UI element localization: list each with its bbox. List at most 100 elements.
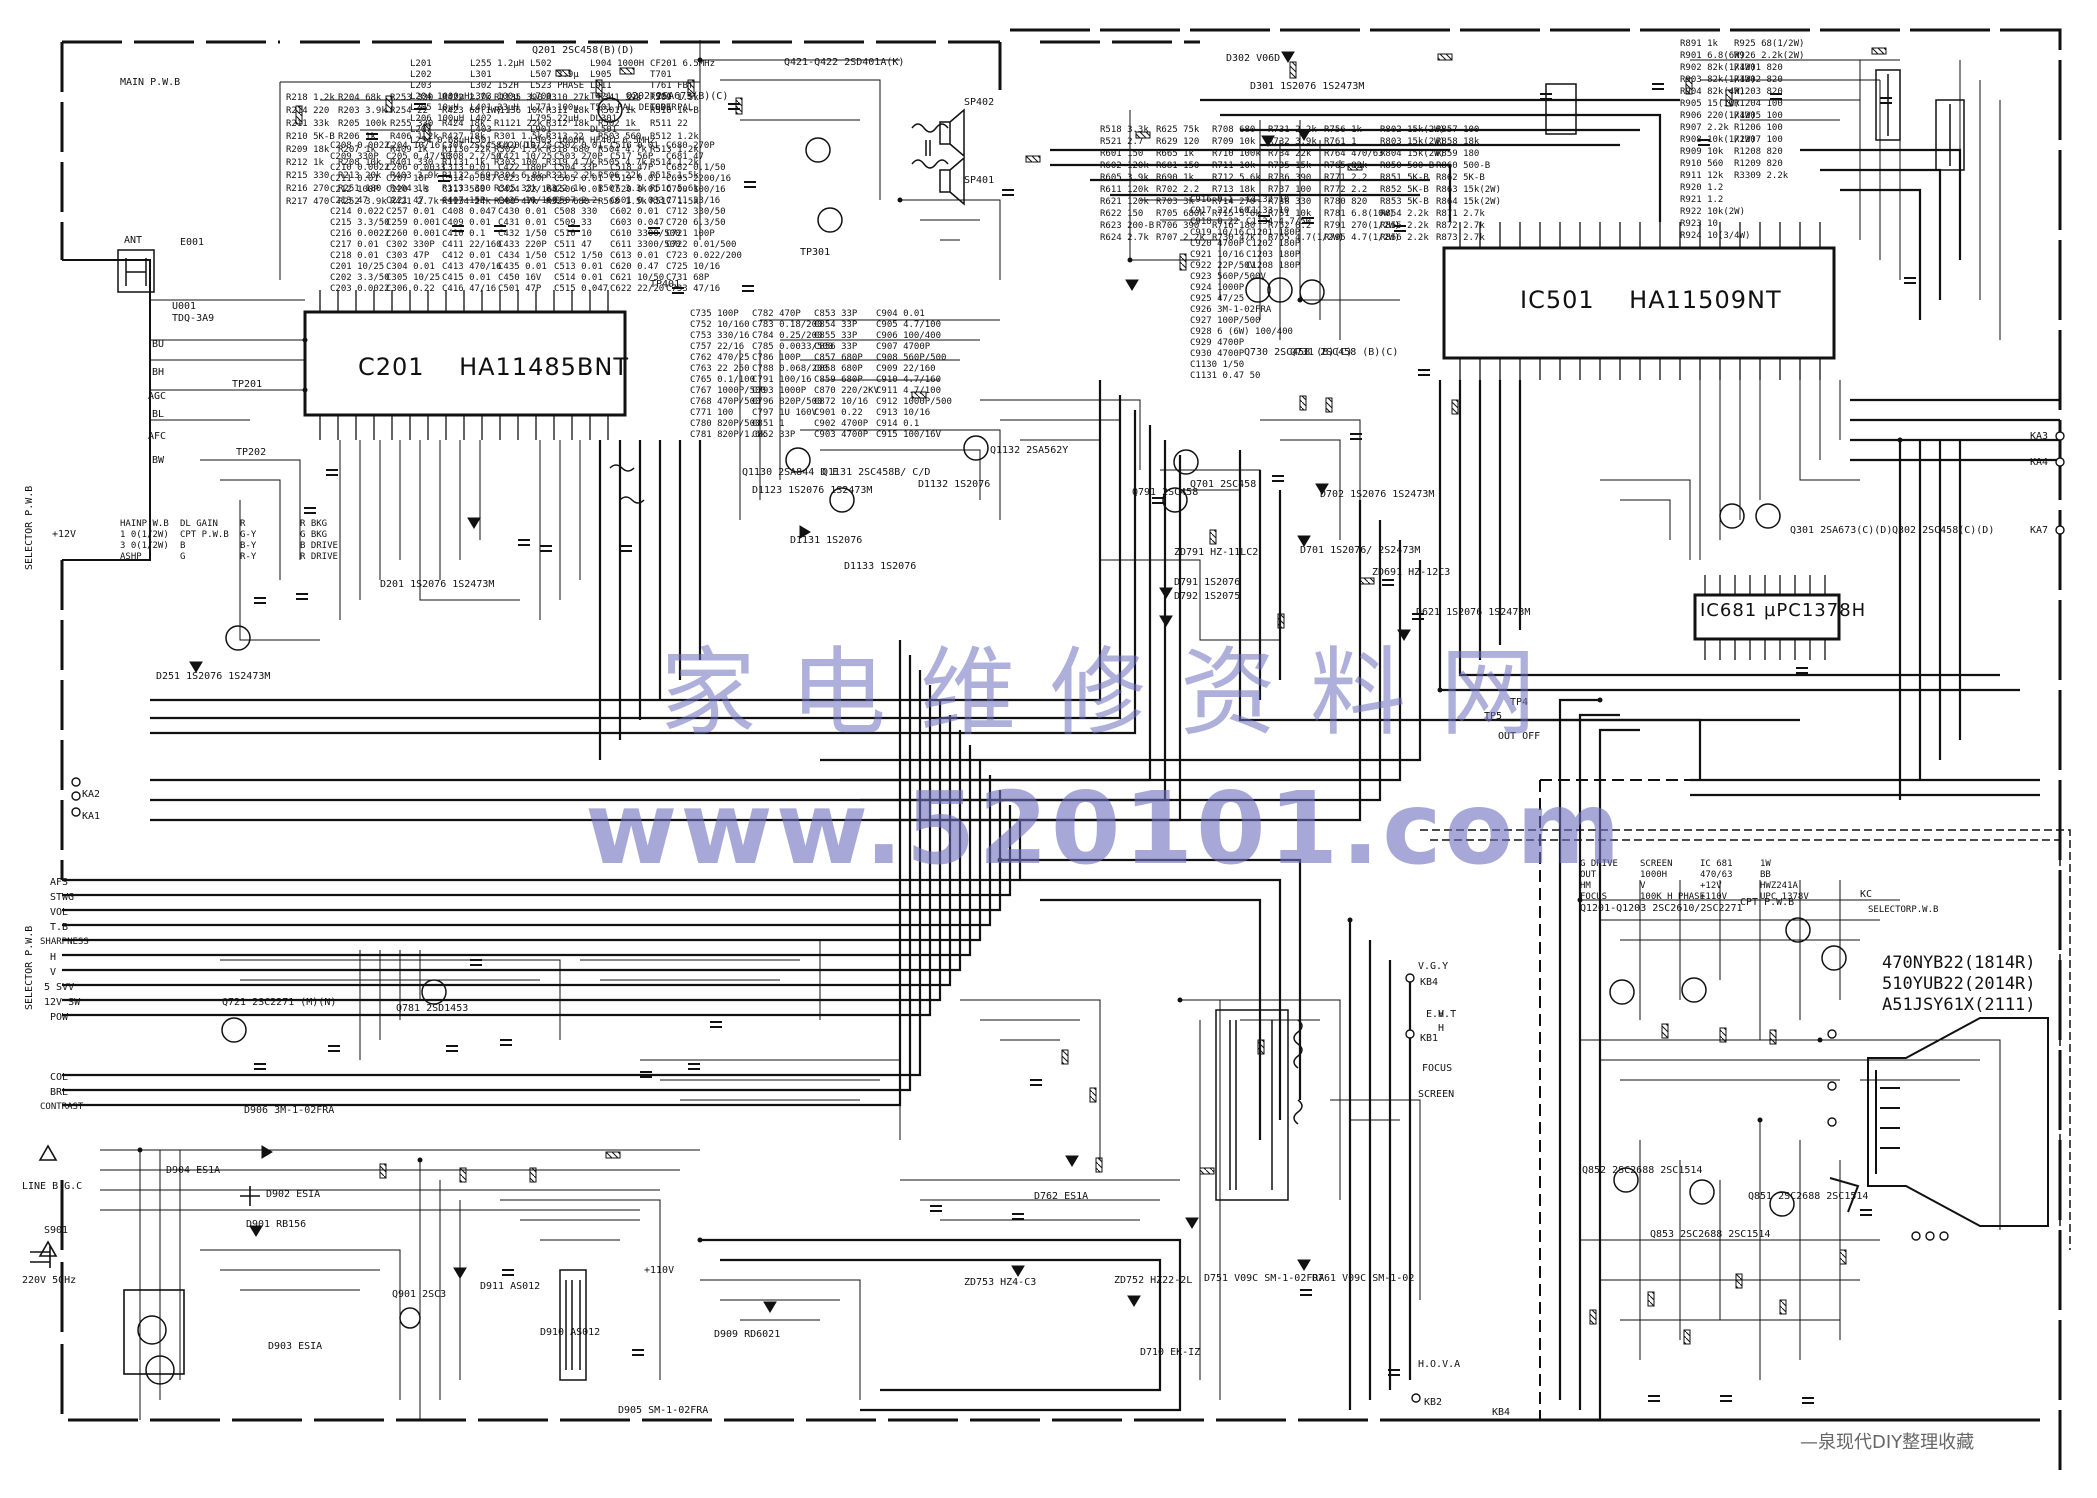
capacitor-label: C722 0.01/500	[666, 240, 737, 250]
transistor-label: Q730 2SC458 (B)(C)	[1244, 347, 1353, 358]
resistor-label: R255 330	[390, 119, 434, 129]
resistor-label: R1207 100	[1734, 135, 1783, 145]
inductor-label: L303 100µ	[470, 92, 519, 102]
capacitor-label: C306 0.22	[386, 284, 435, 294]
resistor-label: R712 5.6k	[1212, 173, 1261, 183]
diode-label: D701 1S2076/ 2S2473M	[1300, 545, 1421, 556]
resistor-label: R3309 2.2k	[1734, 171, 1789, 181]
inductor-label: L905	[590, 70, 612, 80]
ic-pins	[319, 222, 1826, 660]
resistor-label: R505 4.7k	[598, 158, 647, 168]
diode-label: D1133 1S2076	[844, 561, 917, 572]
connector-label: E.H.T	[1426, 1009, 1457, 1020]
misc-label: 1W	[1760, 859, 1771, 869]
resistor-label: R1205 100	[1734, 111, 1783, 121]
resistor-label: R926 2.2k(2W)	[1734, 51, 1805, 61]
capacitor-label: C712 330/50	[666, 207, 726, 217]
capacitor-label: C915 100/16V	[876, 430, 942, 440]
transistor-label: Q302 2SC458(C)(D)	[1892, 525, 1995, 536]
resistor-label: R421 2.7k	[390, 197, 439, 207]
capacitor-label: C409 0.01	[442, 218, 491, 228]
resistor-label: R406 1.2k	[390, 132, 439, 142]
connector-label: BU	[152, 339, 165, 350]
capacitor-label: C505 0.01	[554, 174, 603, 184]
input-pin: 5 SVV	[44, 982, 75, 993]
diode-label: D1123 1S2076 1S2473M	[752, 485, 873, 496]
ic-ic681-label: IC681 µPC1378H	[1700, 600, 1867, 621]
connector-label: ANT	[124, 235, 143, 246]
resistor-label: R715 5.6k	[1212, 209, 1261, 219]
speaker-symbols	[117, 108, 965, 293]
resistor-label: R624 2.7k	[1100, 233, 1149, 243]
inductor-label: L255 1.2µH	[470, 59, 525, 69]
inductor-label: CF201 6.5MHz	[650, 59, 716, 69]
capacitor-label: C518 47P	[610, 163, 654, 173]
connector-label: KB4	[1420, 977, 1439, 988]
capacitor-label: C201 10/25	[330, 262, 385, 272]
transistor-label: Q853 2SC2688 2SC1514	[1650, 1229, 1771, 1240]
misc-label: CPT P.W.B	[180, 530, 229, 540]
resistor-label: R1130 22k	[442, 145, 491, 155]
resistor-label: R702 2.2	[1156, 185, 1200, 195]
capacitor-label: C215 3.3/50	[330, 218, 390, 228]
capacitor-label: C213 47	[330, 196, 368, 206]
diode-label: D301 1S2076 1S2473M	[1250, 81, 1365, 92]
junction-dots	[137, 57, 1903, 1243]
misc-label: R BKG	[300, 519, 328, 529]
inductor-label: L403	[470, 125, 492, 135]
capacitor-label: C780 820P/500	[690, 419, 761, 429]
resistor-label: R516 5.6k	[650, 184, 699, 194]
capacitor-label: C203 0.0022	[330, 284, 390, 294]
capacitor-label: C903 4700P	[814, 430, 869, 440]
input-pin: V	[50, 967, 57, 978]
inductor-label: L771 100µ	[530, 103, 579, 113]
misc-label: ASHP	[120, 552, 142, 562]
connector-label: +110V	[644, 1265, 675, 1276]
connector-label: OUT OFF	[1498, 731, 1541, 742]
ic-ic501-label: IC501 HA11509NT	[1520, 286, 1782, 314]
capacitor-label: C259 0.001	[386, 218, 441, 228]
capacitor-label: C904 0.01	[876, 309, 925, 319]
capacitor-label: C610 3300/500	[610, 229, 681, 239]
capacitor-label: C519 0.01	[610, 174, 659, 184]
resistor-label: R310 27k	[546, 93, 590, 103]
misc-label: G	[180, 552, 186, 562]
capacitor-label: C906 100/400	[876, 331, 942, 341]
capacitor-label: C501 47P	[498, 284, 542, 294]
misc-label: G DRIVE	[1580, 859, 1618, 869]
resistor-label: R803 15k(2W)	[1380, 137, 1446, 147]
transistor-label: Q781 2SD1453	[396, 1003, 469, 1014]
resistor-label: R864 15k(2W)	[1436, 197, 1502, 207]
misc-label: IC 681	[1700, 859, 1733, 869]
capacitor-label: C854 33P	[814, 320, 858, 330]
resistor-label: R1201 820	[1734, 63, 1783, 73]
resistor-label: R321 2.2k	[546, 171, 595, 181]
capacitor-label: C416 47/16	[442, 284, 497, 294]
resistor-label: R1208 820	[1734, 147, 1783, 157]
capacitor-label: C317 560	[442, 185, 486, 195]
capacitor-label: C911 4.7/100	[876, 386, 942, 396]
capacitor-label: C929 4700P	[1190, 338, 1245, 348]
resistor-label: R517 1.5k	[650, 197, 699, 207]
capacitor-label: C852 33P	[752, 430, 796, 440]
inductor-label: L507 3.9µ	[530, 70, 579, 80]
resistor-label: R781 6.8(10W)	[1324, 209, 1395, 219]
capacitor-label: C407 15P	[442, 196, 486, 206]
input-pin: H	[50, 952, 57, 963]
resistor-label: R737 100	[1268, 185, 1312, 195]
resistor-label: R665 1k	[1156, 149, 1194, 159]
capacitor-label: C767 1000P/500	[690, 386, 766, 396]
resistor-label: R905 15(1W)	[1680, 99, 1740, 109]
diode-label: ZD791 HZ-11LC2	[1174, 547, 1259, 558]
resistor-label: R755 4.7(1/2W)	[1268, 233, 1344, 243]
capacitor-label: C611 3300/500	[610, 240, 681, 250]
inductor-label: L202	[410, 70, 432, 80]
capacitor-label: C700 100/16	[666, 185, 726, 195]
resistor-label: R207 1k	[338, 145, 376, 155]
ic-ic501-body	[1442, 246, 1836, 360]
diode-label: D902 ESIA	[266, 1189, 321, 1200]
capacitor-label: C1130 1/50	[1190, 360, 1245, 370]
resistor-label: R714 270	[1212, 197, 1256, 207]
resistor-label: R1121 22k	[494, 119, 543, 129]
capacitor-label: C725 10/16	[666, 262, 721, 272]
